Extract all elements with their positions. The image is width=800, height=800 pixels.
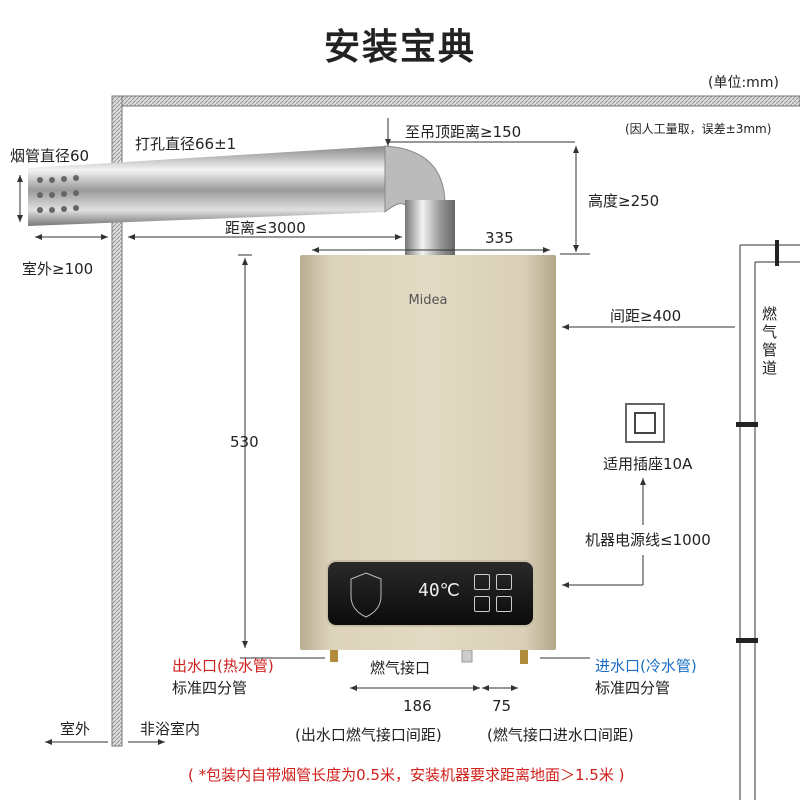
dist-75-label: 75 — [492, 697, 512, 715]
hole-diameter-label: 打孔直径66±1 — [135, 135, 237, 153]
cold-standard-label: 标准四分管 — [595, 679, 671, 697]
indoor-label: 非浴室内 — [140, 720, 201, 738]
water-connectors — [330, 649, 528, 664]
panel-key[interactable] — [474, 596, 490, 612]
power-cord-label: 机器电源线≤1000 — [585, 531, 711, 549]
panel-key[interactable] — [474, 574, 490, 590]
outdoor-min-label: 室外≥100 — [22, 260, 94, 278]
socket-label: 适用插座10A — [603, 455, 693, 473]
flue-diameter-label: 烟管直径60 — [10, 147, 90, 165]
dist-186-desc: (出水口燃气接口间距) — [295, 726, 442, 744]
dist-75-desc: (燃气接口进水口间距) — [487, 726, 634, 744]
distance-label: 距离≤3000 — [225, 219, 306, 237]
heater-height-label: 530 — [230, 433, 259, 451]
wall — [111, 95, 800, 747]
shield-icon — [350, 572, 382, 618]
ceiling-distance-label: 至吊顶距离≥150 — [405, 123, 522, 141]
flue-pipe — [28, 145, 455, 255]
outdoor-label: 室外 — [60, 720, 91, 738]
panel-key[interactable] — [496, 574, 512, 590]
footnote: ( *包装内自带烟管长度为0.5米，安装机器要求距离地面＞1.5米 ) — [188, 766, 625, 784]
gas-inlet-label: 燃气接口 — [370, 659, 431, 677]
socket-icon — [625, 403, 665, 443]
tolerance-note: (因人工量取，误差±3mm) — [625, 122, 772, 136]
width-label: 335 — [485, 229, 514, 247]
brand-logo: Midea — [408, 293, 448, 308]
unit-label: (单位:mm) — [708, 75, 779, 91]
gas-pipe-label: 燃气管道 — [762, 305, 778, 377]
control-panel: 40℃ — [328, 562, 533, 625]
temperature-display: 40℃ — [418, 580, 460, 601]
panel-key[interactable] — [496, 596, 512, 612]
water-heater: Midea 40℃ — [300, 255, 556, 650]
spacing-label: 间距≥400 — [610, 307, 682, 325]
hot-standard-label: 标准四分管 — [172, 679, 248, 697]
height-label: 高度≥250 — [588, 192, 660, 210]
page-title: 安装宝典 — [323, 27, 476, 68]
hot-outlet-label: 出水口(热水管) — [172, 657, 274, 675]
dist-186-label: 186 — [403, 697, 432, 715]
cold-inlet-label: 进水口(冷水管) — [595, 657, 697, 675]
